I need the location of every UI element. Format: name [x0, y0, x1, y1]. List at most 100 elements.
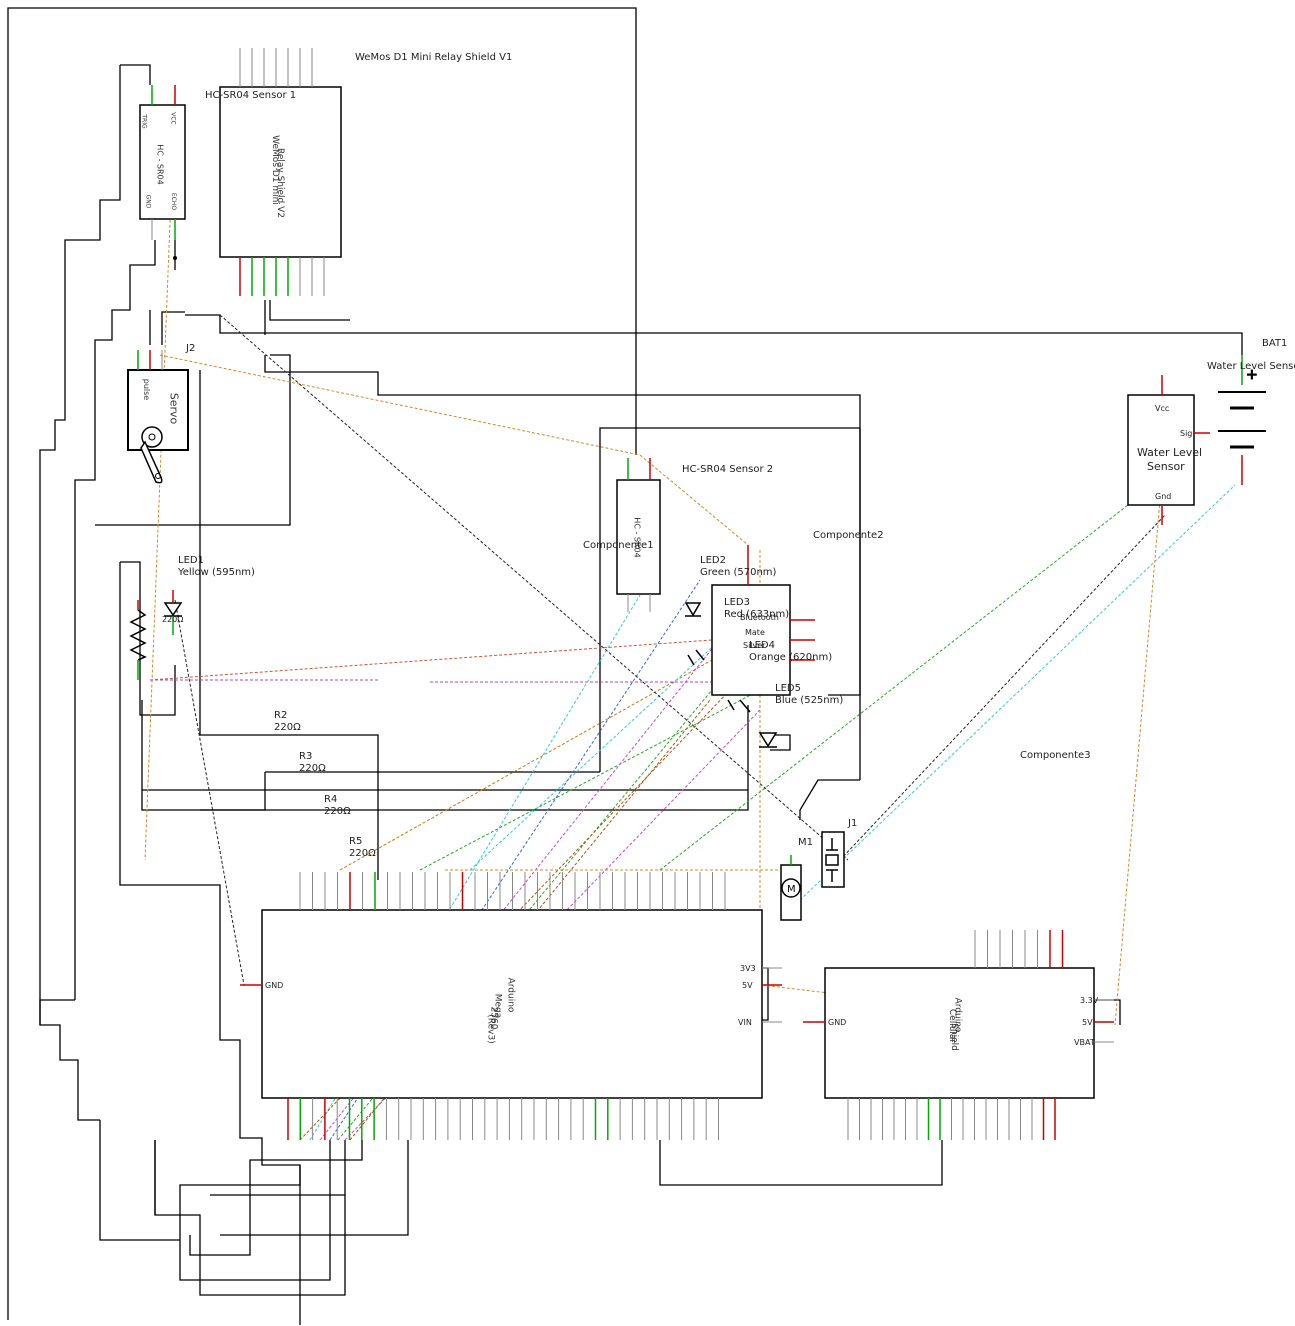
led1-assembly: [129, 590, 183, 680]
water-level-sensor: [1127, 375, 1210, 525]
bt-label-3: Silver: [743, 641, 766, 650]
rat-orange-1: [159, 354, 641, 456]
rat-orange-7: [339, 659, 713, 871]
led1-label: LED1: [178, 555, 204, 566]
mega-gnd-label: GND: [265, 981, 284, 990]
svg-text:+: +: [1246, 367, 1258, 383]
mega-label-1: Arduino: [505, 977, 516, 1013]
hc1-trig-label: TRIG: [140, 114, 148, 129]
wire-loop-c: [189, 1140, 363, 1256]
battery: +: [1218, 355, 1266, 485]
rat-red-1: [149, 639, 713, 681]
j1-component: [821, 831, 845, 888]
rat-green-2: [659, 479, 1161, 871]
wire-stair-2: [39, 65, 121, 1121]
wire-loop-f: [39, 999, 75, 1025]
rat-magenta-2: [344, 709, 761, 1141]
wire-led1: [120, 561, 176, 716]
cell-3v3-label: 3.3V: [1080, 996, 1099, 1005]
led1-color-label: Yellow (595nm): [178, 567, 255, 578]
led1-res-label: 220Ω: [162, 615, 184, 624]
led5-color-label: Blue (525nm): [775, 695, 844, 706]
wire-servo-pwr: [161, 311, 185, 345]
rat-cyan-2: [469, 639, 721, 871]
hcsr04-sensor-2: [616, 458, 661, 612]
rat-green-1: [419, 689, 761, 871]
rat-black-1: [219, 314, 849, 861]
r5-value: 220Ω: [349, 848, 376, 859]
wemos-title-label: WeMos D1 Mini Relay Shield V1: [355, 52, 513, 63]
cell-label-3: Shield: [948, 1023, 959, 1051]
hcsr04-sensor-1: [139, 85, 186, 260]
j2-label: J2: [186, 343, 196, 354]
bluetooth-module: [711, 545, 815, 696]
wire-loop-e: [220, 1140, 409, 1236]
wire-loop-g: [99, 1120, 180, 1241]
j1-label: J1: [848, 818, 858, 829]
componente1-label: Componente1: [583, 540, 654, 551]
r5-label: R5: [349, 836, 363, 847]
wire-wemos-b: [269, 300, 350, 321]
rat-black-2: [839, 514, 1166, 861]
servo-motor: [127, 350, 189, 484]
mega-5v-label: 5V: [742, 981, 753, 990]
wire-mid: [95, 354, 291, 526]
led5-label: LED5: [775, 683, 801, 694]
cell-5v-label: 5V: [1082, 1018, 1093, 1027]
wl-sig-label: Sig: [1180, 429, 1193, 438]
wire-mega-power: [762, 967, 769, 1021]
rat-orange-4: [1114, 499, 1161, 1026]
rat-orange-2: [639, 454, 749, 546]
led3-label: LED3: [724, 597, 750, 608]
wemos-body-label-2: Relay Shield V2: [275, 147, 286, 219]
bat1-label: BAT1: [1262, 338, 1288, 349]
wl-body-label-1: Water Level: [1137, 446, 1203, 459]
bt-label-1: Bluetooth: [740, 613, 779, 622]
arduino-mega: [240, 872, 782, 1140]
wire-top-bus: [185, 314, 1243, 355]
led2-color-label: Green (570nm): [700, 567, 777, 578]
hc1-body-label: HC - SR04: [155, 144, 165, 185]
wire-cell-bottom: [659, 1140, 943, 1186]
wire-r3-b: [141, 700, 266, 811]
arduino-cellular-shield: [803, 930, 1114, 1140]
wire-led5: [770, 734, 791, 751]
wl-gnd-label: Gnd: [1155, 492, 1172, 501]
cell-vbat-label: VBAT: [1074, 1038, 1095, 1047]
mega-vin-label: VIN: [738, 1018, 752, 1027]
led2-label: LED2: [700, 555, 726, 566]
wire-outer-frame: [7, 7, 637, 1320]
r3-value: 220Ω: [299, 763, 326, 774]
componente2-label: Componente2: [813, 530, 884, 541]
wire-led1-loop: [119, 562, 301, 1325]
r4-value: 220Ω: [324, 806, 351, 817]
cell-gnd-label: GND: [828, 1018, 847, 1027]
mega-3v3-label: 3V3: [740, 964, 756, 973]
wl-body-label-2: Sensor: [1147, 460, 1185, 473]
wire-m1: [799, 779, 860, 820]
hc1-vcc-label: VCC: [169, 112, 177, 125]
water-level-sensor-label: Water Level Sensor: [1207, 361, 1295, 372]
mega-label-4: (Rev3): [485, 1014, 496, 1044]
wire-loop-a: [179, 1140, 331, 1281]
schematic-wires: [7, 7, 1243, 1325]
hcsr04-1-label: HC-SR04 Sensor 1: [205, 90, 297, 101]
hc1-gnd-label: GND: [144, 194, 152, 209]
bt-label-2: Mate: [745, 628, 765, 637]
wemos-relay-shield: [219, 48, 342, 296]
wire-stair-1: [120, 64, 151, 85]
led-symbols: [684, 602, 778, 748]
led3-color-label: Red (633nm): [724, 609, 790, 620]
hcsr04-2-label: HC-SR04 Sensor 2: [682, 464, 774, 475]
rat-cyan-3: [799, 484, 1236, 901]
componente3-label: Componente3: [1020, 750, 1091, 761]
servo-pulse-label: pulse: [142, 378, 152, 401]
wire-r2: [199, 370, 379, 880]
wire-stair-3: [74, 240, 156, 1000]
svg-text:M: M: [787, 884, 796, 895]
led4-label: LED4: [749, 640, 775, 651]
led4-color-label: Orange (620nm): [749, 652, 833, 663]
r3-label: R3: [299, 751, 313, 762]
r4-label: R4: [324, 794, 338, 805]
